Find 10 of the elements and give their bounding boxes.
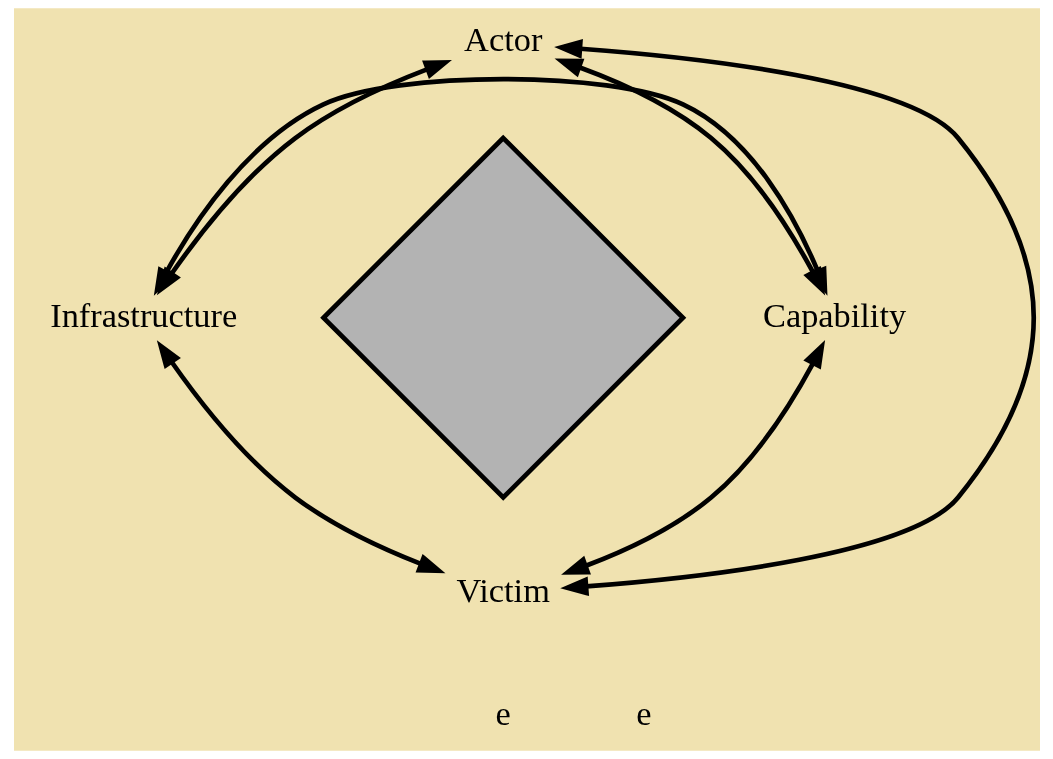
- node-text: Actor: [463, 20, 542, 59]
- label: e: [495, 694, 511, 733]
- node-text: Victim: [456, 570, 550, 609]
- node-text: Capability: [762, 295, 906, 334]
- label: e: [635, 694, 652, 733]
- node-text: Infrastructure: [49, 295, 237, 334]
- arrow: [553, 39, 1036, 597]
- node-diamond: [319, 134, 686, 501]
- arrow: [156, 340, 445, 574]
- arrow: [560, 340, 825, 575]
